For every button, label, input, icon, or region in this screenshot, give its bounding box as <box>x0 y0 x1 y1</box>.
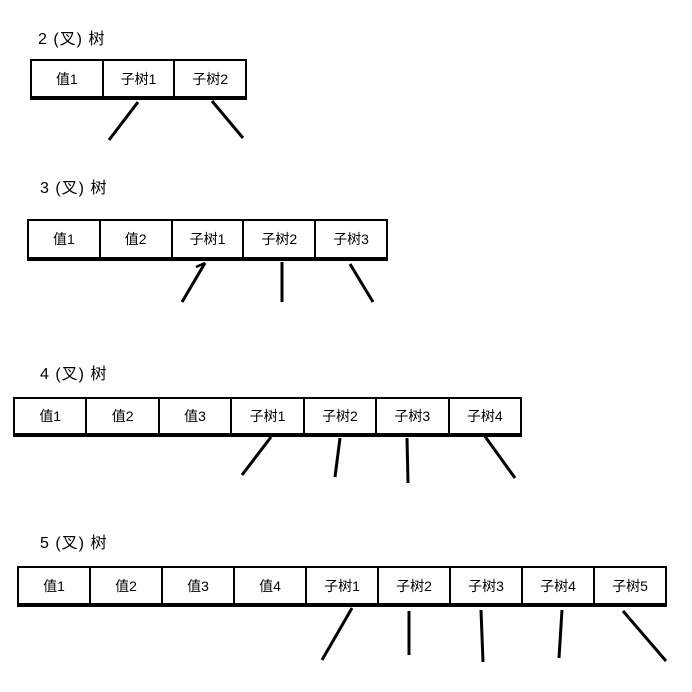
diagram-title: 5 (叉) 树 <box>40 535 108 552</box>
value-cell: 值3 <box>163 568 235 603</box>
value-cell: 值2 <box>101 221 173 257</box>
subtree-pointer-cell: 子树3 <box>377 399 450 433</box>
subtree-pointer-cell: 子树1 <box>307 568 379 603</box>
subtree-pointer-cell: 子树1 <box>104 61 176 96</box>
subtree-pointer-cell: 子树3 <box>333 231 369 247</box>
subtree-pointer-cell: 子树5 <box>612 577 648 594</box>
value-cell: 值2 <box>87 399 160 433</box>
subtree-pointer-cell: 子树2 <box>244 221 317 257</box>
value-cell: 值4 <box>235 568 307 603</box>
subtree-pointer-line <box>405 437 410 484</box>
value-cell: 值1 <box>15 399 88 433</box>
subtree-pointer-line <box>479 609 485 663</box>
subtree-pointer-line <box>180 262 207 303</box>
subtree-pointer-cell: 子树3 <box>451 568 523 603</box>
subtree-pointer-line <box>333 437 342 478</box>
diagram-title: 2 (叉) 树 <box>38 31 106 48</box>
subtree-pointer-line <box>621 610 668 662</box>
diagram-title: 3 (叉) 树 <box>40 180 108 197</box>
subtree-pointer-cell: 子树2 <box>305 399 378 433</box>
subtree-pointer-cell: 子树2 <box>379 568 451 603</box>
arrowhead-barb <box>195 261 206 269</box>
value-cell: 值3 <box>160 399 233 433</box>
value-cell: 值1 <box>19 568 91 603</box>
subtree-pointer-line <box>240 436 273 476</box>
subtree-pointer-line <box>320 607 354 661</box>
value-cell: 值2 <box>91 568 163 603</box>
subtree-pointer-line <box>107 101 140 141</box>
subtree-pointer-cell: 子树4 <box>523 568 595 603</box>
subtree-pointer-line <box>348 263 375 303</box>
subtree-pointer-cell: 子树2 <box>192 70 229 87</box>
value-cell: 值1 <box>32 61 104 96</box>
value-cell: 值1 <box>29 221 101 257</box>
diagram-title: 4 (叉) 树 <box>40 366 108 383</box>
subtree-pointer-cell: 子树4 <box>466 408 503 424</box>
subtree-pointer-line <box>210 100 245 139</box>
subtree-pointer-line <box>482 434 517 479</box>
subtree-pointer-cell: 子树1 <box>232 399 305 433</box>
subtree-pointer-cell: 子树1 <box>173 221 245 257</box>
subtree-pointer-line <box>557 609 564 659</box>
